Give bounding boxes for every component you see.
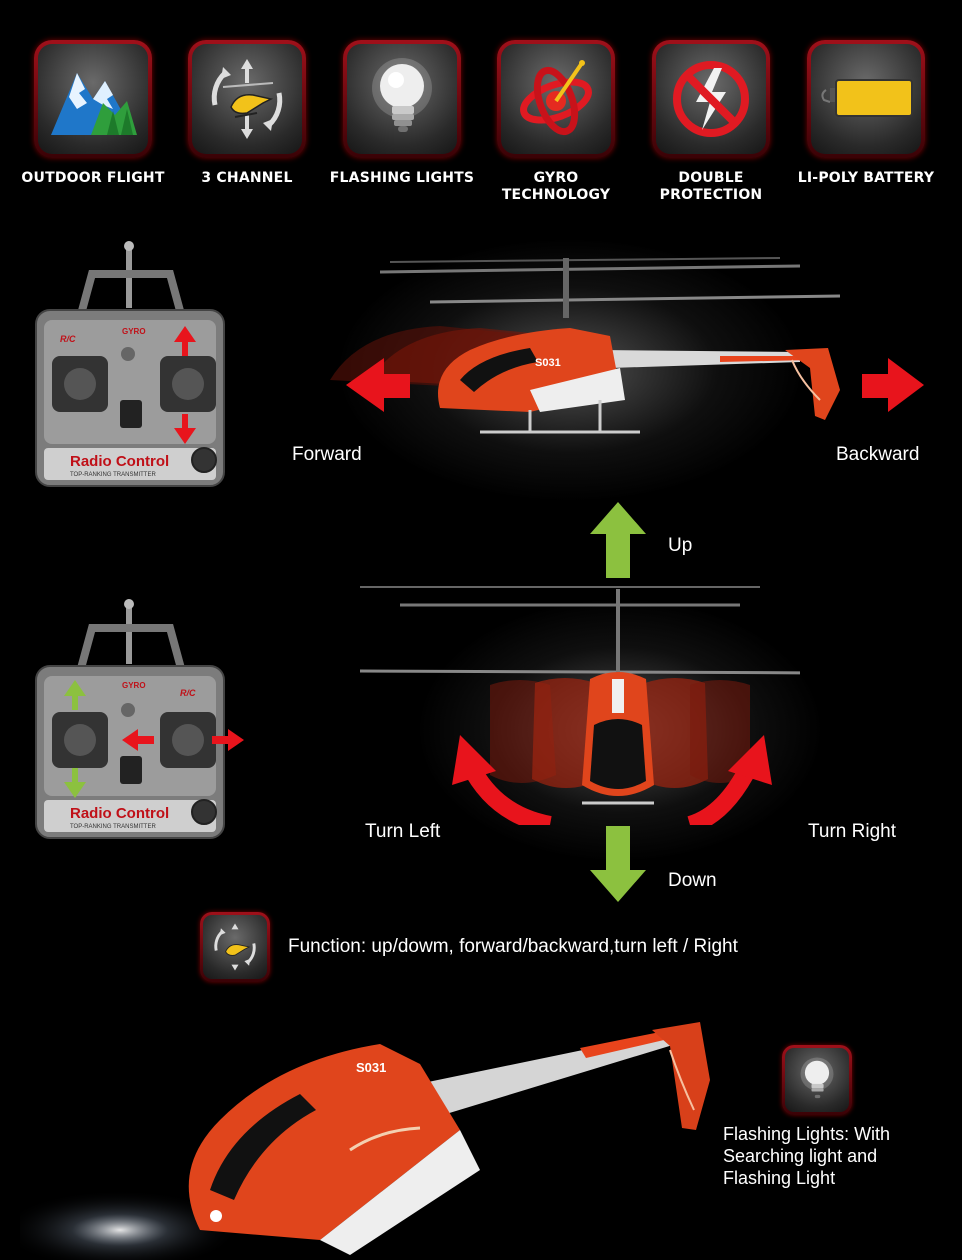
feature-label: GYRO TECHNOLOGY xyxy=(501,170,611,203)
turn-left-label: Turn Left xyxy=(365,821,441,842)
helicopter-closeup: S031 xyxy=(20,1022,710,1260)
down-label: Down xyxy=(668,870,717,891)
helicopter-arrows-icon xyxy=(214,923,256,971)
helicopter-side-view: S031 xyxy=(330,257,924,434)
helicopter-model-label: S031 xyxy=(356,1060,386,1075)
feature-label: DOUBLE PROTECTION xyxy=(659,170,763,203)
feature-label: LI-POLY BATTERY xyxy=(797,170,935,186)
controller-gyro-label: GYRO xyxy=(122,327,146,336)
feature-flashing-lights: FLASHING LIGHTS xyxy=(327,40,477,187)
function-description: Function: up/dowm, forward/backward,turn… xyxy=(288,936,738,957)
turn-right-label: Turn Right xyxy=(808,821,896,842)
feature-gyro-technology: GYRO TECHNOLOGY xyxy=(481,40,631,204)
light-bulb-icon xyxy=(800,1057,834,1099)
controller-brand: Radio Control xyxy=(70,453,169,470)
remote-controller-up-down-turn: GYRO R/C Radio Control TOP-RANKING TRANS… xyxy=(35,599,244,839)
no-lightning-icon xyxy=(673,61,749,137)
feature-double-protection: DOUBLE PROTECTION xyxy=(636,40,786,204)
helicopter-arrows-icon xyxy=(211,59,283,139)
helicopter-front-view xyxy=(359,586,800,825)
flashing-lights-description: Flashing Lights: With Searching light an… xyxy=(723,1124,891,1188)
backward-label: Backward xyxy=(836,444,920,465)
helicopter-model-label: S031 xyxy=(535,357,561,369)
feature-li-poly-battery: LI-POLY BATTERY xyxy=(791,40,941,187)
up-label: Up xyxy=(668,535,693,556)
up-arrow-icon xyxy=(590,502,646,578)
battery-icon xyxy=(821,79,913,117)
controller-rc-label: R/C xyxy=(180,688,196,698)
forward-label: Forward xyxy=(292,444,362,465)
controller-gyro-label: GYRO xyxy=(122,681,146,690)
down-arrow-icon xyxy=(590,826,646,902)
mountain-icon xyxy=(51,73,137,135)
controller-brand: Radio Control xyxy=(70,805,169,822)
feature-label: OUTDOOR FLIGHT xyxy=(21,170,165,186)
gyro-icon xyxy=(520,60,592,136)
controller-subtitle: TOP-RANKING TRANSMITTER xyxy=(70,472,156,478)
feature-outdoor-flight: OUTDOOR FLIGHT xyxy=(18,40,168,187)
light-bulb-icon xyxy=(372,58,432,132)
flashing-lights-tile xyxy=(782,1045,852,1115)
controller-rc-label: R/C xyxy=(60,334,76,344)
function-tile xyxy=(200,912,270,982)
remote-controller-forward-backward: GYRO R/C Radio Control TOP-RANKING TRANS… xyxy=(35,241,225,487)
feature-label: 3 CHANNEL xyxy=(201,170,293,186)
feature-3-channel: 3 CHANNEL xyxy=(172,40,322,187)
feature-label: FLASHING LIGHTS xyxy=(329,170,475,186)
controller-subtitle: TOP-RANKING TRANSMITTER xyxy=(70,824,156,830)
